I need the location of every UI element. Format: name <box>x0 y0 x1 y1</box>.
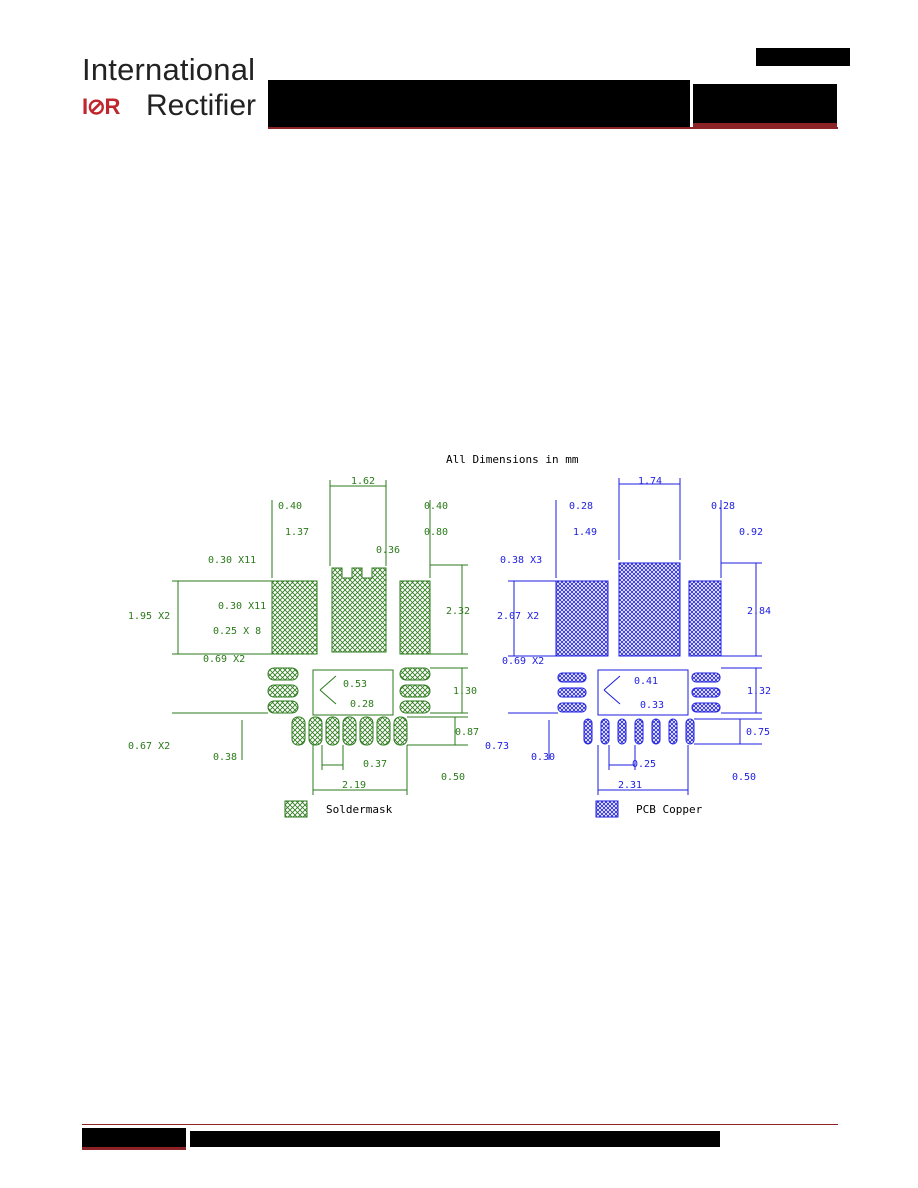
dim-0-67-x2: 0.67 X2 <box>128 741 170 752</box>
dim-1-37: 1.37 <box>285 527 309 538</box>
footer-bar <box>190 1131 720 1147</box>
dim-0-36: 0.36 <box>376 545 400 556</box>
dim-2-19: 2.19 <box>342 780 366 791</box>
dim-0-40-right: 0.40 <box>424 501 448 512</box>
drawing-title: All Dimensions in mm <box>446 453 579 466</box>
dim-1-62: 1.62 <box>351 476 375 487</box>
soldermask-footprint <box>172 480 468 795</box>
dim-0-28: 0.28 <box>350 699 374 710</box>
dim-0-69-x2-copper: 0.69 X2 <box>502 656 544 667</box>
dim-0-37: 0.37 <box>363 759 387 770</box>
dim-1-74: 1.74 <box>638 476 662 487</box>
dim-0-50: 0.50 <box>441 772 465 783</box>
dim-0-80: 0.80 <box>424 527 448 538</box>
dim-0-28-left: 0.28 <box>569 501 593 512</box>
dim-2-32: 2.32 <box>446 606 470 617</box>
dim-0-92: 0.92 <box>739 527 763 538</box>
dim-0-50-copper: 0.50 <box>732 772 756 783</box>
footer-left-block <box>82 1128 186 1150</box>
logo-international: International <box>82 52 256 87</box>
header-right-block <box>693 84 837 128</box>
soldermask-legend-swatch <box>284 800 308 818</box>
logo-rectifier-text: Rectifier <box>146 89 257 122</box>
dim-0-30: 0.30 <box>531 752 555 763</box>
dim-0-38: 0.38 <box>213 752 237 763</box>
copper-legend-label: PCB Copper <box>636 803 703 816</box>
ior-logo-mark: I⊘R <box>82 94 120 119</box>
dim-0-41: 0.41 <box>634 676 658 687</box>
dim-0-73: 0.73 <box>485 741 509 752</box>
dim-2-07-x2: 2.07 X2 <box>497 611 539 622</box>
header-bar <box>268 80 690 128</box>
dim-0-25: 0.25 <box>632 759 656 770</box>
dim-2-84: 2.84 <box>747 606 771 617</box>
dim-0-28-right: 0.28 <box>711 501 735 512</box>
dim-0-87: 0.87 <box>455 727 479 738</box>
dim-0-30-x11: 0.30 X11 <box>218 601 266 612</box>
dim-1-30: 1.30 <box>453 686 477 697</box>
dim-0-33: 0.33 <box>640 700 664 711</box>
dim-1-49: 1.49 <box>573 527 597 538</box>
dim-2-31: 2.31 <box>618 780 642 791</box>
header-corner-block <box>756 48 850 66</box>
dim-1-32: 1.32 <box>747 686 771 697</box>
dim-0-40-left: 0.40 <box>278 501 302 512</box>
header-rule <box>268 127 838 129</box>
pcb-copper-footprint <box>508 478 762 795</box>
dim-0-30-x11-top: 0.30 X11 <box>208 555 256 566</box>
footer-rule <box>82 1124 838 1125</box>
dim-1-95-x2: 1.95 X2 <box>128 611 170 622</box>
dim-0-38-x3: 0.38 X3 <box>500 555 542 566</box>
soldermask-legend-label: Soldermask <box>326 803 393 816</box>
copper-legend-swatch <box>595 800 619 818</box>
dim-0-75: 0.75 <box>746 727 770 738</box>
dim-0-53: 0.53 <box>343 679 367 690</box>
dim-0-25-x8: 0.25 X 8 <box>213 626 261 637</box>
dim-0-69-x2: 0.69 X2 <box>203 654 245 665</box>
